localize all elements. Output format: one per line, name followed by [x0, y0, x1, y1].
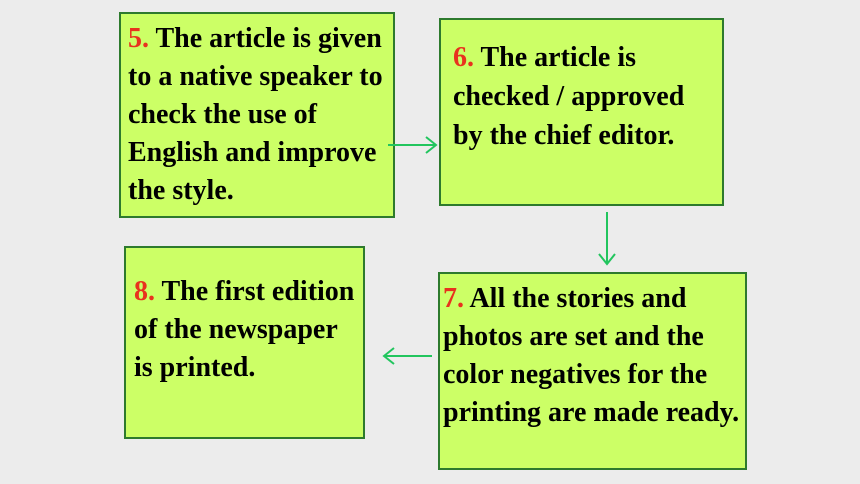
arrow-down-icon — [598, 212, 616, 266]
step-8-box: 8. The first edition of the newspaper is… — [124, 246, 365, 439]
step-5-text: The article is given to a native speaker… — [128, 23, 383, 206]
step-5-number: 5. — [128, 23, 149, 54]
step-5-box: 5. The article is given to a native spea… — [119, 12, 395, 218]
step-8-number: 8. — [134, 276, 155, 307]
step-7-number: 7. — [443, 283, 464, 314]
step-6-text: The article is checked / approved by the… — [453, 42, 685, 151]
step-8-text: The first edition of the newspaper is pr… — [134, 276, 355, 383]
step-6-number: 6. — [453, 42, 474, 73]
step-6-box: 6. The article is checked / approved by … — [439, 18, 724, 206]
arrow-left-icon — [382, 347, 432, 365]
step-7-text: All the stories and photos are set and t… — [443, 283, 740, 428]
arrow-right-icon — [388, 136, 438, 154]
step-7-box: 7. All the stories and photos are set an… — [438, 272, 747, 470]
